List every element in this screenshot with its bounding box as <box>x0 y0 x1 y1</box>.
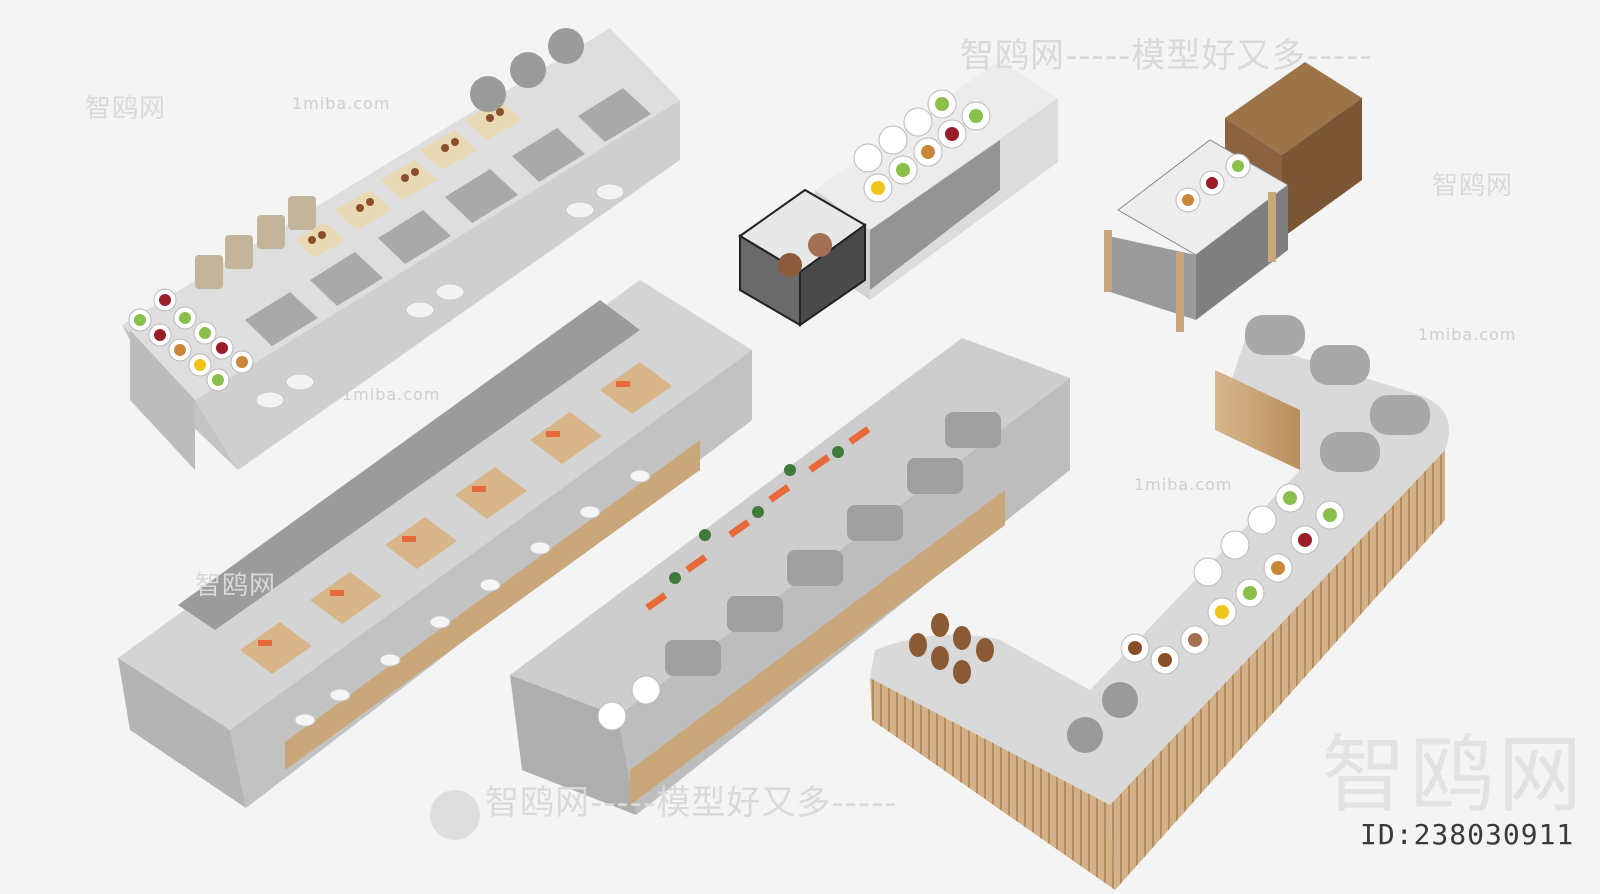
watermark-brand-mid: 智鸥网 <box>195 571 277 601</box>
watermark-site-2: 1miba.com <box>342 385 441 404</box>
watermark-site-1: 1miba.com <box>292 94 391 113</box>
watermark-big-brand: 智鸥网 <box>1322 726 1587 824</box>
watermark-brand-right: 智鸥网 <box>1432 171 1514 201</box>
watermark-site-3: 1miba.com <box>1418 325 1517 344</box>
watermark-brand-left: 智鸥网 <box>85 94 167 124</box>
marble-salad-counter <box>738 60 1058 327</box>
hot-food-counter <box>510 338 1070 815</box>
l-shaped-buffet-counter <box>870 315 1450 890</box>
watermark-bottom: 智鸥网-----模型好又多----- <box>485 783 898 823</box>
wood-fruit-station <box>1104 62 1362 332</box>
watermark-top: 智鸥网-----模型好又多----- <box>960 36 1373 76</box>
dessert-buffet-counter <box>122 28 680 470</box>
sushi-buffet-counter <box>118 280 752 808</box>
model-id-label: ID:238030911 <box>1360 818 1575 851</box>
watermark-logo-icon <box>430 790 480 840</box>
watermark-site-4: 1miba.com <box>1134 475 1233 494</box>
